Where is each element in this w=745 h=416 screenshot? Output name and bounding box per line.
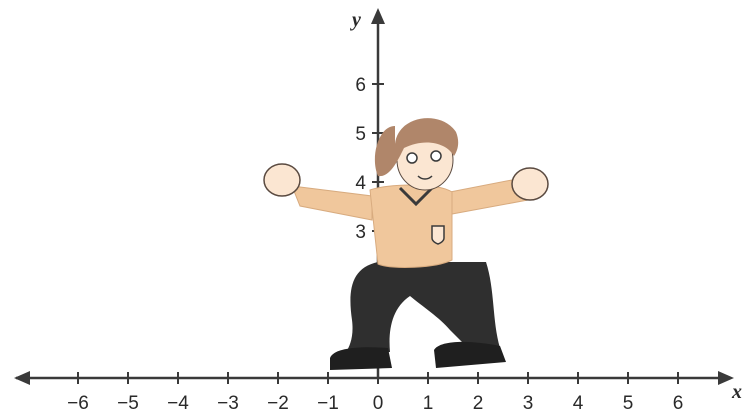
badge-icon <box>431 225 445 245</box>
x-axis-right-arrow-icon <box>718 371 734 385</box>
x-axis-left-arrow-icon <box>14 371 30 385</box>
x-tick-label: −6 <box>67 393 89 414</box>
y-tick-label: 5 <box>355 124 366 145</box>
x-tick-label: −1 <box>317 393 339 414</box>
x-tick-label: 3 <box>523 393 534 414</box>
collar <box>398 186 434 207</box>
hair <box>374 118 459 177</box>
sweater <box>369 184 453 268</box>
x-axis-name: x <box>731 381 742 403</box>
x-tick-label: 4 <box>573 393 584 414</box>
x-tick-label: −2 <box>267 393 289 414</box>
trousers <box>346 262 500 352</box>
girl-figure-icon <box>263 118 549 370</box>
x-tick-label: 0 <box>373 393 384 414</box>
x-tick-label: 6 <box>673 393 684 414</box>
mouth <box>417 175 433 180</box>
left-shoe <box>330 347 392 370</box>
right-hand <box>511 167 549 201</box>
x-tick-label: 5 <box>623 393 634 414</box>
x-tick-label: 2 <box>473 393 484 414</box>
x-tick-label: −5 <box>117 393 139 414</box>
y-tick-label: 4 <box>355 173 366 194</box>
x-ticks: −6 −5 −4 −3 −2 −1 0 1 2 3 4 5 6 <box>67 372 683 414</box>
left-arm <box>291 185 373 221</box>
y-tick-label: 3 <box>355 222 366 243</box>
right-shoe <box>434 341 506 368</box>
left-hand <box>263 163 301 197</box>
x-tick-label: −3 <box>217 393 239 414</box>
left-eye <box>406 152 418 164</box>
x-tick-label: 1 <box>423 393 434 414</box>
y-axis-name: y <box>350 9 361 31</box>
x-tick-label: −4 <box>167 393 189 414</box>
right-eye <box>430 150 442 162</box>
y-tick-label: 6 <box>355 75 366 96</box>
y-axis-up-arrow-icon <box>371 8 385 24</box>
